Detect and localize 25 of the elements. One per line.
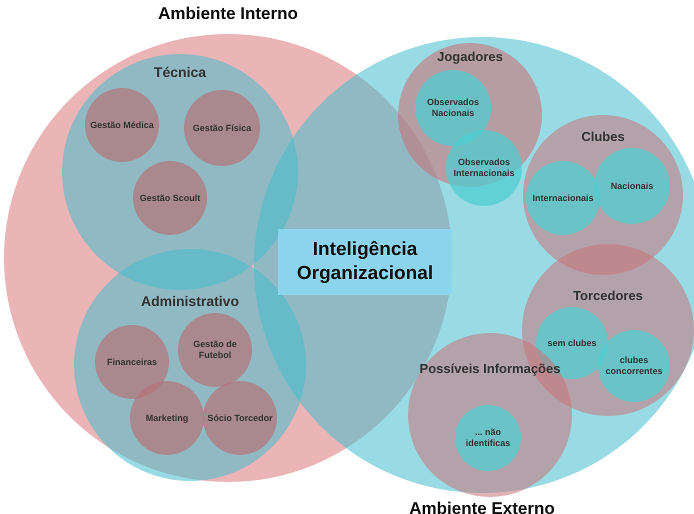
group-title: Possíveis Informações: [418, 361, 562, 376]
group-title: Ambiente Interno: [157, 4, 299, 24]
group-title: Torcedores: [572, 288, 644, 303]
item-label: Observados Internacionais: [452, 157, 516, 179]
item-circle: [85, 88, 159, 162]
item-label: Gestão Física: [192, 122, 252, 134]
title-box: [278, 229, 452, 295]
group-title: Técnica: [152, 64, 208, 80]
group-title: Administrativo: [140, 293, 240, 309]
item-label: Marketing: [146, 412, 188, 424]
title-text: Inteligência Organizacional: [296, 238, 434, 286]
group-title: Clubes: [580, 129, 626, 144]
item-label: clubes concorrentes: [604, 355, 664, 377]
item-label: sem clubes: [547, 338, 597, 348]
item-label: ... não identificas: [464, 427, 512, 449]
item-label: Nacionais: [610, 180, 654, 192]
item-label: Gestão de Futebol: [192, 339, 238, 361]
item-label: Gestão Scoult: [140, 192, 200, 204]
group-title: Ambiente Externo: [408, 499, 556, 514]
item-label: Observados Nacionais: [426, 97, 480, 119]
item-label: Internacionais: [532, 192, 594, 204]
item-label: Sócio Torcedor: [207, 412, 273, 424]
item-label: Financeiras: [106, 356, 158, 368]
item-label: Gestão Médica: [90, 120, 154, 130]
group-title: Jogadores: [436, 49, 504, 64]
